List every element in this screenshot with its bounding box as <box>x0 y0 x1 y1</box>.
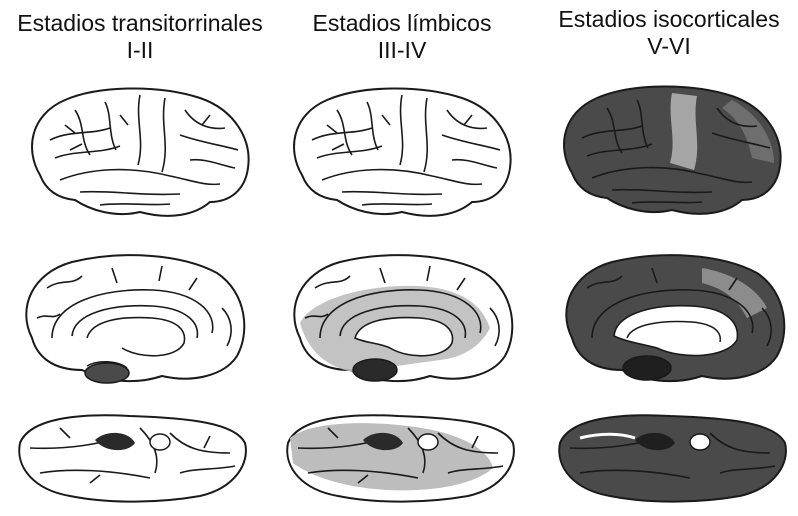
column-title-text: Estadios límbicos <box>272 10 532 37</box>
brain-medial-stage-3-4 <box>280 248 525 393</box>
column-title-text: Estadios transitorrinales <box>0 10 280 37</box>
brain-medial-stage-5-6 <box>552 248 797 398</box>
column-title-transentorhinal: Estadios transitorrinales I-II <box>0 10 280 64</box>
brain-ventral-stage-5-6 <box>550 408 795 508</box>
column-stage-label: I-II <box>0 37 280 64</box>
brain-ventral-stage-3-4 <box>278 408 523 508</box>
column-stage-label: III-IV <box>272 37 532 64</box>
column-title-limbic: Estadios límbicos III-IV <box>272 10 532 64</box>
column-title-isocortical: Estadios isocorticales V-VI <box>540 6 798 60</box>
column-stage-label: V-VI <box>540 33 798 60</box>
brain-lateral-stage-3-4 <box>282 80 522 225</box>
column-title-text: Estadios isocorticales <box>540 6 798 33</box>
brain-medial-stage-1-2 <box>12 248 257 393</box>
brain-lateral-stage-5-6 <box>552 78 792 228</box>
brain-ventral-stage-1-2 <box>10 408 255 508</box>
brain-lateral-stage-1-2 <box>20 80 260 225</box>
